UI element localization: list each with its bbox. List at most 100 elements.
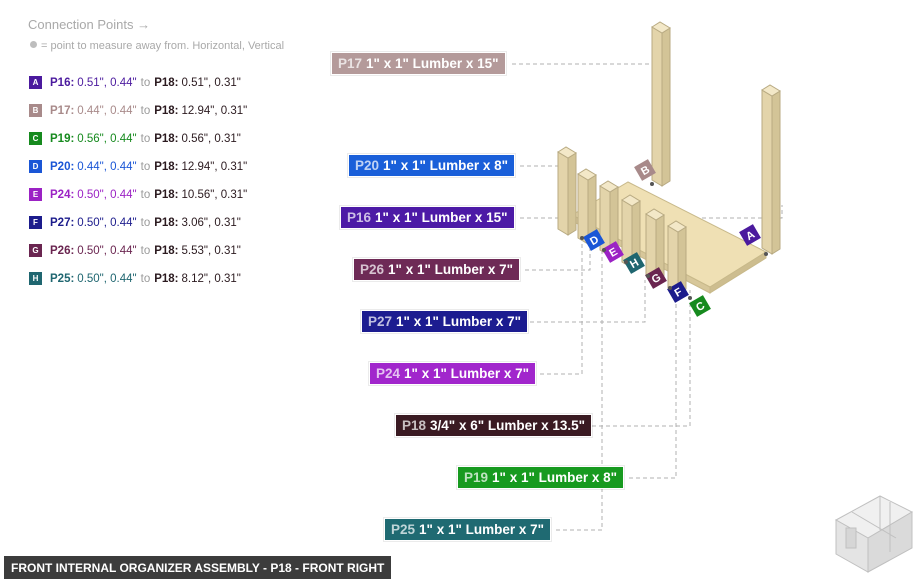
post-p20-side bbox=[567, 152, 577, 236]
marker-g: G bbox=[645, 267, 667, 289]
part-description: 1" x 1" Lumber x 7" bbox=[396, 314, 522, 329]
part-id: P18 bbox=[402, 418, 427, 433]
connection-part: P26: bbox=[50, 245, 75, 257]
part-description: 1" x 1" Lumber x 8" bbox=[492, 470, 618, 485]
post-p17-side bbox=[661, 27, 671, 187]
mini-thumbnail-icon bbox=[834, 495, 914, 573]
part-description: 1" x 1" Lumber x 15" bbox=[375, 210, 508, 225]
measure-point-f bbox=[668, 286, 672, 290]
part-id: P16 bbox=[347, 210, 372, 225]
part-id: P26 bbox=[360, 262, 385, 277]
part-description: 1" x 1" Lumber x 8" bbox=[383, 158, 509, 173]
connection-row-f: F P27: 0.50", 0.44" to P18: 3.06", 0.31" bbox=[29, 209, 247, 237]
assembly-title-bar: FRONT INTERNAL ORGANIZER ASSEMBLY - P18 … bbox=[4, 556, 392, 579]
leader-line-p24 bbox=[540, 240, 583, 375]
connection-row-g: G P26: 0.50", 0.44" to P18: 5.53", 0.31" bbox=[29, 237, 247, 265]
connection-to-value: 5.53", 0.31" bbox=[181, 245, 241, 257]
connection-letter-badge: D bbox=[29, 160, 42, 173]
connection-to-value: 10.56", 0.31" bbox=[181, 189, 248, 201]
connection-target-part: P18: bbox=[154, 245, 179, 257]
post-p17-front bbox=[651, 26, 663, 187]
part-id: P27 bbox=[368, 314, 393, 329]
connection-from-value: 0.44", 0.44" bbox=[77, 161, 137, 173]
posts bbox=[557, 21, 781, 295]
post-p20-top bbox=[557, 146, 577, 159]
connection-from-value: 0.50", 0.44" bbox=[77, 273, 137, 285]
connection-row-h: H P25: 0.50", 0.44" to P18: 8.12", 0.31" bbox=[29, 265, 247, 293]
part-id: P25 bbox=[391, 522, 416, 537]
legend-note-text: = point to measure away from. Horizontal… bbox=[41, 40, 285, 52]
connection-from-value: 0.44", 0.44" bbox=[77, 105, 137, 117]
connection-to-word: to bbox=[140, 217, 151, 229]
connection-to-value: 12.94", 0.31" bbox=[181, 105, 248, 117]
leader-line-p18 bbox=[592, 290, 691, 427]
marker-a: A bbox=[739, 224, 761, 246]
leader-lines bbox=[512, 63, 783, 531]
connection-letter-badge: H bbox=[29, 272, 42, 285]
measure-point-h bbox=[624, 260, 628, 264]
post-p16-side bbox=[771, 90, 781, 255]
connection-row-e: E P24: 0.50", 0.44" to P18: 10.56", 0.31… bbox=[29, 181, 247, 209]
connection-to-word: to bbox=[140, 189, 151, 201]
post-p25-top bbox=[599, 180, 619, 193]
marker-h: H bbox=[623, 252, 645, 274]
connection-letter-badge: G bbox=[29, 244, 42, 257]
part-description: 1" x 1" Lumber x 7" bbox=[404, 366, 530, 381]
connection-target-part: P18: bbox=[154, 217, 179, 229]
part-id: P19 bbox=[464, 470, 489, 485]
connection-from-value: 0.56", 0.44" bbox=[77, 133, 137, 145]
connection-target-part: P18: bbox=[154, 77, 179, 89]
connection-row-d: D P20: 0.44", 0.44" to P18: 12.94", 0.31… bbox=[29, 153, 247, 181]
leader-line-p19 bbox=[629, 300, 677, 479]
measure-points bbox=[580, 182, 768, 300]
connection-to-word: to bbox=[140, 273, 151, 285]
connection-list: A P16: 0.51", 0.44" to P18: 0.51", 0.31"… bbox=[29, 69, 247, 293]
legend-note: = point to measure away from. Horizontal… bbox=[30, 40, 284, 52]
connection-target-part: P18: bbox=[154, 133, 179, 145]
connection-letter-badge: E bbox=[29, 188, 42, 201]
part-id: P20 bbox=[355, 158, 380, 173]
post-p27-top bbox=[645, 208, 665, 221]
connection-to-value: 0.56", 0.31" bbox=[181, 133, 241, 145]
connection-target-part: P18: bbox=[154, 189, 179, 201]
connection-part: P19: bbox=[50, 133, 75, 145]
connection-to-word: to bbox=[140, 133, 151, 145]
connection-row-c: C P19: 0.56", 0.44" to P18: 0.56", 0.31" bbox=[29, 125, 247, 153]
part-description: 1" x 1" Lumber x 7" bbox=[419, 522, 545, 537]
marker-e: E bbox=[602, 241, 624, 263]
part-id: P24 bbox=[376, 366, 401, 381]
connection-from-value: 0.51", 0.44" bbox=[77, 77, 137, 89]
connection-part: P25: bbox=[50, 273, 75, 285]
connection-letter-badge: C bbox=[29, 132, 42, 145]
connection-part: P17: bbox=[50, 105, 75, 117]
connection-letter-badge: A bbox=[29, 76, 42, 89]
connection-to-word: to bbox=[140, 245, 151, 257]
post-p17-top bbox=[651, 21, 671, 34]
connection-target-part: P18: bbox=[154, 105, 179, 117]
post-p16-top bbox=[761, 84, 781, 97]
post-p16-front bbox=[761, 89, 773, 255]
leader-line-p25 bbox=[556, 248, 603, 531]
marker-b: B bbox=[634, 159, 656, 181]
connection-part: P24: bbox=[50, 189, 75, 201]
connection-part: P20: bbox=[50, 161, 75, 173]
measure-point-c bbox=[688, 296, 692, 300]
part-description: 1" x 1" Lumber x 7" bbox=[388, 262, 514, 277]
connection-part: P27: bbox=[50, 217, 75, 229]
measure-point-e bbox=[602, 248, 606, 252]
base-board-side bbox=[709, 251, 767, 294]
measure-point-d bbox=[580, 236, 584, 240]
leader-line-p26 bbox=[525, 245, 591, 271]
connection-letter-badge: F bbox=[29, 216, 42, 229]
part-description: 1" x 1" Lumber x 15" bbox=[366, 56, 499, 71]
connection-from-value: 0.50", 0.44" bbox=[77, 217, 137, 229]
measure-point-a bbox=[764, 252, 768, 256]
connection-to-word: to bbox=[140, 105, 151, 117]
